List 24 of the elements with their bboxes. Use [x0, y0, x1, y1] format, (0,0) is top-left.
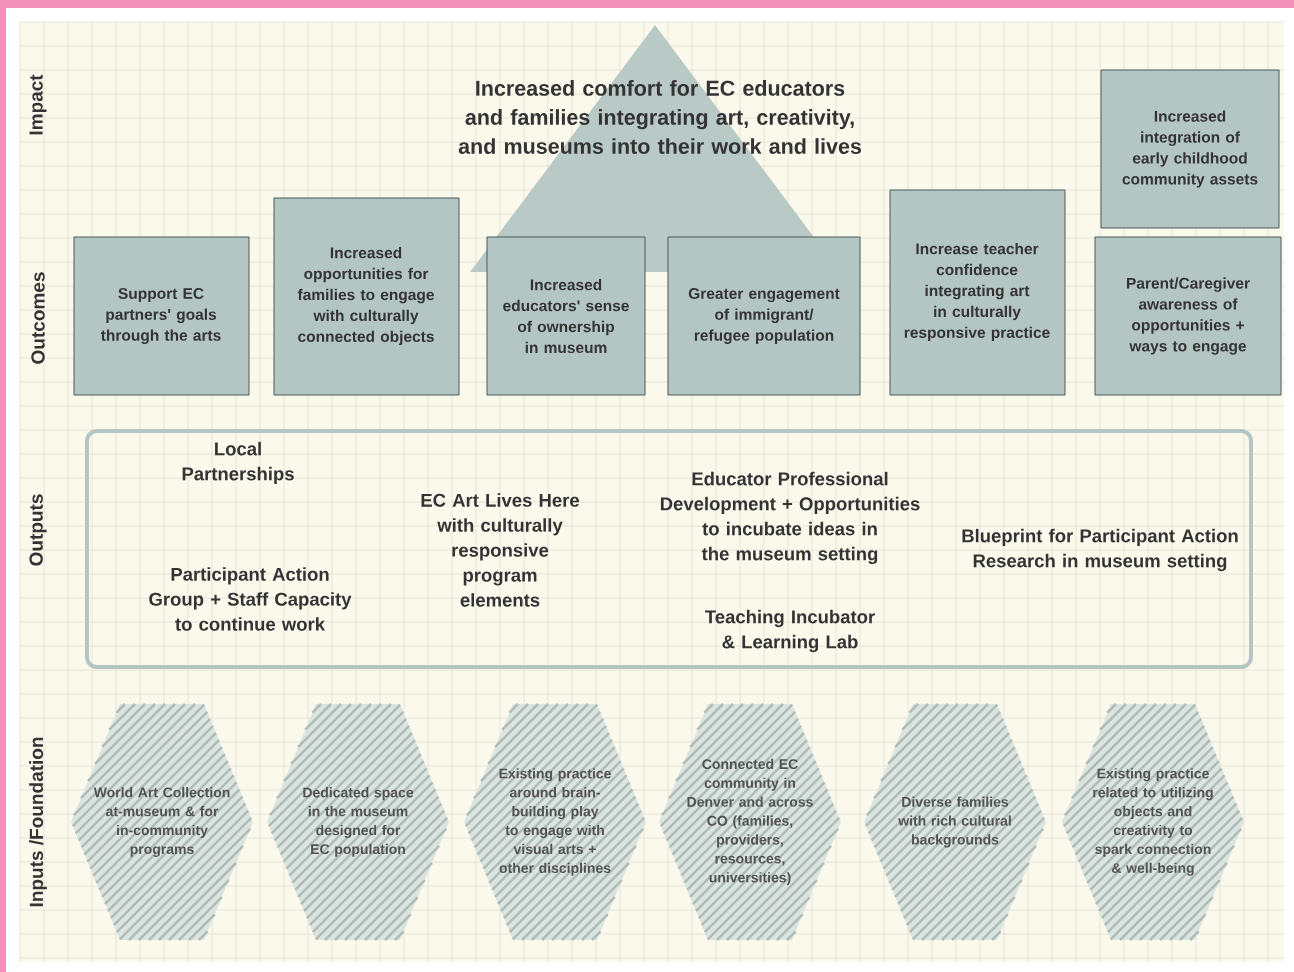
hexagon: Dedicated space in the museum designed for EC population: [267, 702, 449, 942]
row-label: Outputs: [29, 494, 47, 566]
output-text: Blueprint for Participant Action Research in museum setting: [962, 528, 1238, 572]
hexagon: Existing practice related to utilizing objects and creativity to spark connection & well-being: [1062, 702, 1244, 942]
output-text: EC Art Lives Here with culturally responsive program elements: [421, 493, 579, 607]
row-label: Outcomes: [31, 272, 45, 364]
hexagon: Connected EC community in Denver and across CO (families, providers, resources, universities): [659, 702, 841, 942]
node-label: Increased comfort for EC educators and families integrating art, creativity, and museums into their work and lives: [458, 80, 862, 154]
output-text: Local Partnerships: [182, 441, 294, 485]
outcome-box: Support EC partners' goals through the arts: [73, 236, 250, 396]
output-text: Educator Professional Development + Opportunities to incubate ideas in the museum setting: [660, 471, 920, 565]
outcome-box: Increase teacher confidence integrating art in culturally responsive practice: [889, 189, 1066, 396]
output-text: Teaching Incubator & Learning Lab: [705, 609, 875, 653]
hexagon: Diverse families with rich cultural backgrounds: [864, 702, 1046, 942]
outcome-box: Increased educators' sense of ownership in museum: [486, 236, 646, 396]
outcome-box: Increased opportunities for families to engage with culturally connected objects: [273, 197, 460, 396]
hexagon: World Art Collection at-museum & for in-community programs: [71, 702, 253, 942]
outcome-box: Parent/Caregiver awareness of opportunities + ways to engage: [1094, 236, 1282, 396]
output-text: Participant Action Group + Staff Capacity to continue work: [149, 567, 352, 631]
row-label: Impact: [29, 74, 47, 135]
outcome-box: Increased integration of early childhood community assets: [1100, 69, 1280, 229]
hexagon: Existing practice around brain-building play to engage with visual arts + other disciplines: [464, 702, 646, 942]
row-label: Inputs /Foundation: [29, 737, 47, 907]
outcome-box: Greater engagement of immigrant/ refugee population: [667, 236, 861, 396]
